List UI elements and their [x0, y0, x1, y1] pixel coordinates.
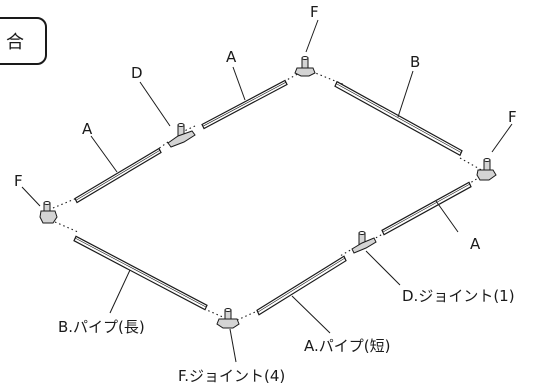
label-joint-f-top: F	[310, 3, 319, 21]
pipe-a-bottom	[256, 255, 347, 316]
pipe-a-right	[381, 181, 472, 236]
legend-joint-f: F.ジョイント(4)	[178, 367, 285, 385]
joint-d-lower	[351, 231, 377, 254]
label-joint-d-upper: D	[131, 64, 143, 82]
part-labels: A F B F D A F A D.ジョイント(1) B.パイプ(長) A.パイ…	[14, 3, 517, 385]
joints	[39, 56, 497, 329]
header-fragment: 合	[0, 17, 47, 65]
label-joint-f-right: F	[508, 108, 517, 126]
legend-pipe-short: A.パイプ(短)	[304, 337, 390, 355]
legend-joint-d: D.ジョイント(1)	[402, 287, 515, 305]
label-pipe-b-right: B	[410, 53, 420, 71]
joint-f-top	[294, 56, 316, 77]
label-pipe-a-left: A	[82, 120, 93, 138]
header-fragment-text: 合	[6, 32, 24, 53]
label-joint-f-left: F	[14, 172, 23, 190]
pipe-b-bottom	[73, 235, 208, 311]
joint-f-bottom	[216, 308, 240, 329]
pipe-a-top	[201, 79, 288, 130]
joint-d-upper	[167, 123, 196, 148]
label-pipe-a-right: A	[470, 235, 481, 253]
joint-f-left	[39, 201, 58, 224]
pipe-a-left	[74, 147, 162, 204]
label-pipe-a-top: A	[226, 48, 237, 66]
pipe-b-right	[334, 80, 463, 157]
legend-pipe-long: B.パイプ(長)	[58, 318, 145, 336]
connection-dots	[52, 69, 489, 323]
pipes	[73, 79, 472, 316]
leader-lines	[21, 19, 513, 363]
joint-f-right	[476, 158, 497, 181]
